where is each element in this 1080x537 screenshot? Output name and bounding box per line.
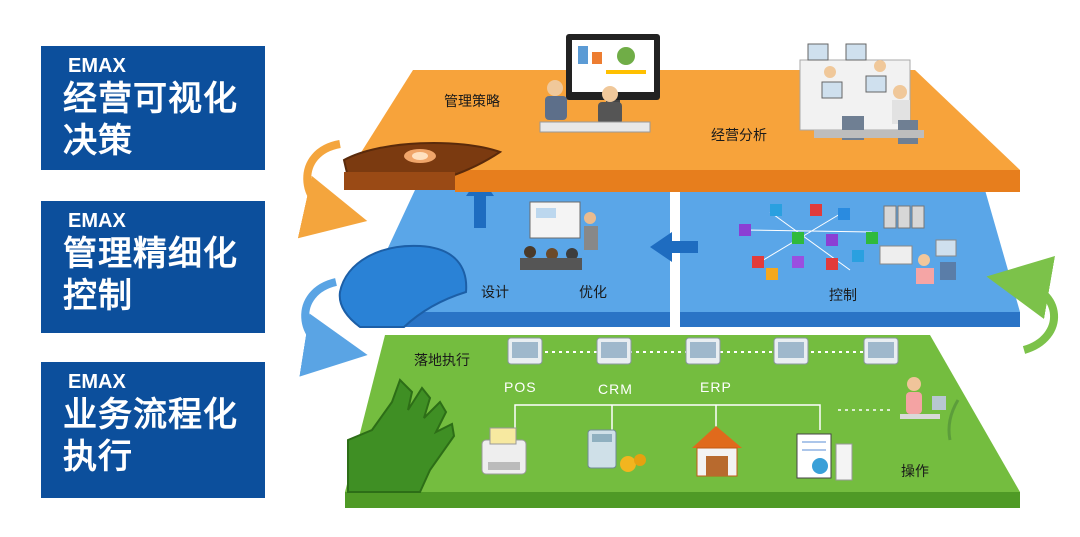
operate-label: 操作 xyxy=(901,464,929,480)
meeting-monitor-icon xyxy=(539,34,660,133)
decision-title-line2: 决策 xyxy=(63,121,133,161)
terminal-icon xyxy=(863,337,899,365)
calculator-coins-icon xyxy=(587,429,646,472)
control-title-line2: 控制 xyxy=(63,276,133,316)
left-arrow-icon xyxy=(650,232,698,262)
operator-person-icon xyxy=(900,377,960,441)
system-connector xyxy=(514,404,890,430)
system-label-crm: CRM xyxy=(598,381,633,397)
report-sheet-icon xyxy=(796,433,853,481)
hand-glove-icon xyxy=(347,378,456,493)
control-title-line1: 管理精细化 xyxy=(63,234,238,274)
server-staff-icon xyxy=(879,205,957,284)
cycle-arrow-blue xyxy=(299,278,368,377)
control-label: 控制 xyxy=(829,288,857,304)
execution-title-line2: 执行 xyxy=(63,437,133,477)
presentation-scene-icon xyxy=(520,201,598,270)
execution-brand: EMAX xyxy=(68,371,126,393)
terminal-icon xyxy=(507,337,543,365)
cycle-arrow-green xyxy=(986,255,1058,354)
decision-box: EMAX 经营可视化 决策 xyxy=(41,46,265,170)
terminal-icon xyxy=(685,337,721,365)
analysis-label: 经营分析 xyxy=(711,128,767,144)
strategy-label: 管理策略 xyxy=(444,93,500,110)
cycle-arrow-orange xyxy=(297,140,368,239)
control-layer: 设计 优化 控制 xyxy=(338,176,1020,328)
warehouse-icon xyxy=(692,426,742,477)
system-label-erp: ERP xyxy=(700,379,732,395)
terminal-chain xyxy=(507,337,899,365)
terminal-icon xyxy=(773,337,809,365)
eye-shape-icon xyxy=(342,142,503,190)
decision-title-line1: 经营可视化 xyxy=(63,79,238,119)
office-team-icon xyxy=(799,43,924,144)
control-box: EMAX 管理精细化 控制 xyxy=(41,201,265,333)
pos-terminal-icon xyxy=(481,427,527,475)
optimize-label: 优化 xyxy=(579,285,607,301)
design-label: 设计 xyxy=(481,285,509,301)
execution-title-line1: 业务流程化 xyxy=(63,395,238,435)
system-label-pos: POS xyxy=(504,379,537,395)
control-network-icon xyxy=(739,204,878,280)
execution-box: EMAX 业务流程化 执行 xyxy=(41,362,265,498)
execution-layer: 落地执行 POS CRM ERP 操作 xyxy=(345,335,1020,508)
execute-label: 落地执行 xyxy=(414,353,470,369)
control-brand: EMAX xyxy=(68,210,126,232)
terminal-icon xyxy=(596,337,632,365)
decision-layer: 管理策略 经营分析 xyxy=(342,34,1020,192)
decision-brand: EMAX xyxy=(68,55,126,77)
